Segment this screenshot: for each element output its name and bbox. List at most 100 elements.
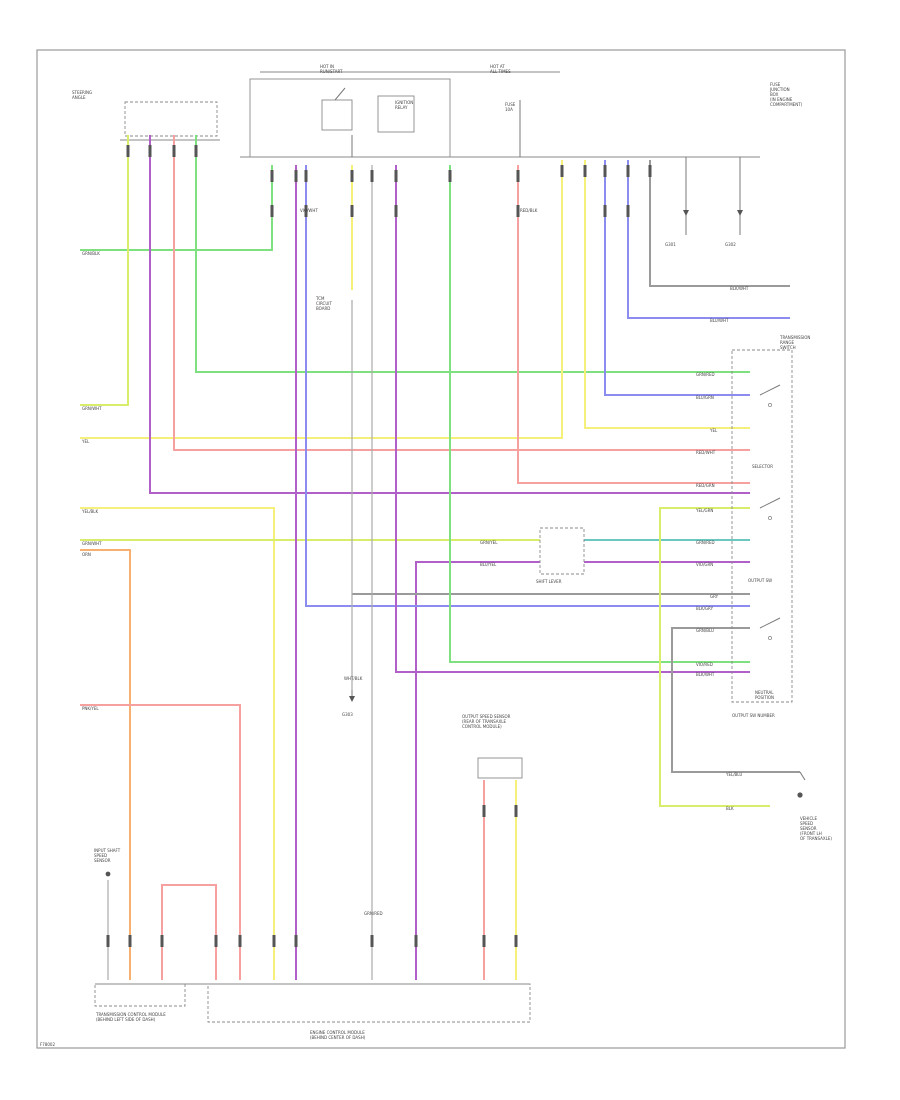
wire-label-15: RED/GRN: [696, 483, 715, 488]
wire-label-19: GRN/YEL: [480, 540, 498, 545]
wire-label-25: BLK/WHT: [696, 672, 715, 677]
label-line: ENGINE CONTROL MODULE: [310, 1030, 365, 1035]
connector-mark: [516, 170, 520, 182]
connector-mark: [514, 935, 518, 947]
label-line: FUSE: [505, 102, 516, 107]
wire-label-2: GRN/WHT: [82, 406, 102, 411]
connector-mark: [270, 170, 274, 182]
shift-lever-label: SHIFT LEVER: [536, 579, 562, 584]
connector-mark: [482, 805, 486, 817]
wire-label-23: GRN/BLU: [696, 628, 714, 633]
label-line: CONTROL MODULE): [462, 724, 502, 729]
wire-yelgrn-1: [80, 135, 129, 406]
label-line: STEERING: [72, 90, 92, 95]
wire-label-20: BLU/YEL: [480, 562, 497, 567]
label-line: BOARD: [316, 306, 330, 311]
connector-mark: [626, 165, 630, 177]
connector-mark: [294, 170, 298, 182]
connector-mark: [370, 935, 374, 947]
label-line: FUSE: [770, 82, 781, 87]
connector-mark: [370, 170, 374, 182]
label-line: CIRCUIT: [316, 301, 332, 306]
wire-blue-1: [604, 160, 750, 396]
ground-g302-label: G302: [725, 242, 736, 247]
ground-g301-label: G301: [665, 242, 676, 247]
top-fuse-box: [240, 71, 760, 158]
wire-blue-3: [305, 165, 750, 607]
connector-mark: [448, 170, 452, 182]
label-line: RANGE: [780, 340, 794, 345]
label-line: 10A: [505, 107, 513, 112]
label-line: SHIFT LEVER: [536, 579, 562, 584]
label-line: SENSOR: [94, 858, 111, 863]
wire-label-13: YEL: [709, 428, 718, 433]
wire-yelgrn-3: [659, 507, 770, 807]
connector-mark: [626, 205, 630, 217]
wire-label-16: YEL/GRN: [695, 508, 713, 513]
connector-mark: [294, 935, 298, 947]
label-line: ALL TIMES: [490, 69, 511, 74]
connector-mark: [394, 170, 398, 182]
connector-mark: [238, 935, 242, 947]
connector-mark: [482, 935, 486, 947]
wire-label-28: GRN/RED: [364, 911, 383, 916]
wire-blue-2: [627, 160, 790, 319]
wire-label-30: RED/BLK: [520, 208, 538, 213]
connector-mark: [414, 935, 418, 947]
connector-mark: [514, 805, 518, 817]
label-line: SELECTOR: [752, 464, 773, 469]
vehicle-speed-sensor: [797, 771, 806, 798]
label-line: G301: [665, 242, 676, 247]
label-line: SENSOR: [800, 826, 817, 831]
wire-label-7: ORN: [82, 552, 91, 557]
footer-code: F78002: [40, 1042, 55, 1047]
wire-yellow-2: [584, 160, 750, 429]
connector-mark: [272, 935, 276, 947]
connector-mark: [648, 165, 652, 177]
connector-mark: [603, 165, 607, 177]
wire-label-22: BLK/GRY: [696, 606, 714, 611]
wire-pink-4: [161, 884, 217, 980]
label-line: (REAR OF TRANSAXLE: [462, 719, 506, 724]
connector-mark: [603, 205, 607, 217]
ground-g303-label: G303: [342, 712, 353, 717]
connector-mark: [194, 145, 198, 157]
wire-green-2: [195, 135, 750, 373]
wire-label-9: BLK/WHT: [730, 286, 749, 291]
connector-mark: [160, 935, 164, 947]
connector-mark: [128, 935, 132, 947]
bottom-left-module-label: TRANSMISSION CONTROL MODULE(BEHIND LEFT …: [95, 1012, 166, 1022]
wire-label-6: GRN/WHT: [82, 541, 102, 546]
wire-label-29: VIO/WHT: [300, 208, 318, 213]
wire-yellow-1: [80, 160, 563, 439]
bottom-module-label: ENGINE CONTROL MODULE(BEHIND CENTER OF D…: [310, 1030, 366, 1040]
selector-switch-label: SELECTOR: [752, 464, 773, 469]
connector-mark: [350, 170, 354, 182]
connector-mark: [270, 205, 274, 217]
label-line: HOT AT: [490, 64, 505, 69]
label-line: G302: [725, 242, 736, 247]
connector-mark: [304, 170, 308, 182]
label-line: SPEED: [800, 821, 813, 826]
label-line: INPUT SHAFT: [94, 848, 121, 853]
label-line: TCM: [315, 296, 325, 301]
steering-angle-module: [120, 101, 220, 141]
connector-mark: [106, 935, 110, 947]
wire-violet-2: [415, 561, 540, 980]
ground-g303: [349, 690, 355, 702]
connector-mark: [394, 205, 398, 217]
wire-label-26: YEL/BLU: [725, 772, 742, 777]
output-speed-sensor: [477, 757, 523, 779]
label-line: OUTPUT SW: [748, 578, 772, 583]
wire-pink-1: [173, 135, 750, 451]
